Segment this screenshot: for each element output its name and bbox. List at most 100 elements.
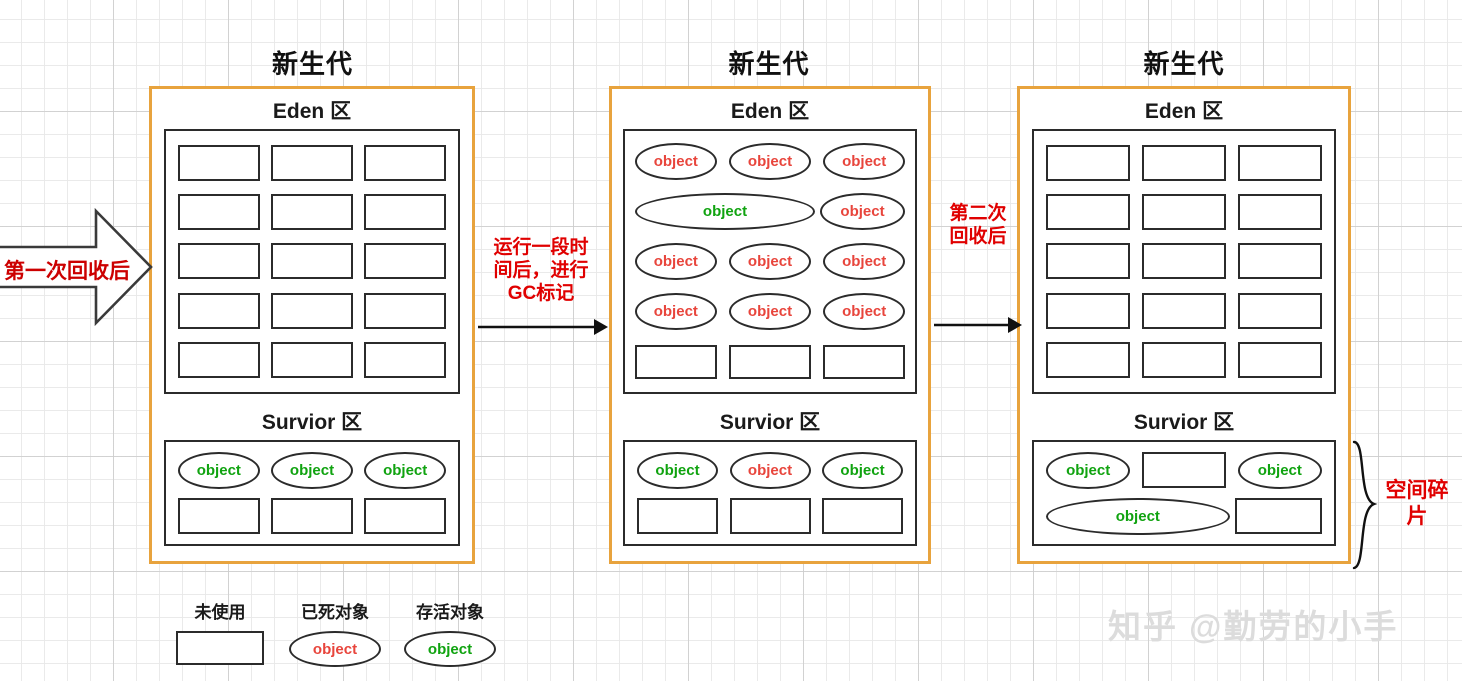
- legend-label-unused: 未使用: [194, 603, 246, 622]
- panel-3-generation-title: 新生代: [1143, 49, 1225, 79]
- p1-surv-row-2: [178, 497, 446, 535]
- panel-1-survivor-title: Survior 区: [261, 411, 363, 434]
- second-collection-arrow-label: 第二次 回收后: [949, 203, 1007, 248]
- unused-slot: [178, 144, 260, 181]
- unused-slot: [1141, 342, 1227, 379]
- alive-object: object: [364, 451, 446, 489]
- alive-object: object: [1046, 451, 1131, 489]
- legend-item-unused: 未使用: [170, 598, 270, 665]
- unused-slot: [1046, 144, 1131, 181]
- unused-slot: [1237, 342, 1322, 379]
- alive-object: object: [822, 451, 903, 489]
- unused-slot: [1046, 194, 1131, 231]
- legend: 未使用 已死对象 object 存活对象 object: [170, 598, 500, 676]
- unused-slot: [364, 194, 446, 231]
- unused-slot: [364, 243, 446, 280]
- unused-slot: [364, 498, 446, 534]
- p1-eden-row-4: [178, 289, 446, 332]
- p3-surv-row-2: object: [1046, 497, 1322, 535]
- dead-object: object: [823, 293, 905, 331]
- p1-eden-row-1: [178, 141, 446, 184]
- unused-slot: [178, 292, 260, 329]
- panel-1-eden-region: [164, 129, 460, 394]
- unused-slot: [1141, 452, 1227, 488]
- space-fragment-brace: [1352, 440, 1378, 570]
- alive-object: object: [1237, 451, 1322, 489]
- unused-slot: [822, 498, 903, 534]
- dead-object: object: [820, 192, 905, 230]
- p1-eden-row-3: [178, 240, 446, 283]
- p3-surv-row-1: object object: [1046, 451, 1322, 489]
- panel-3-survivor-title: Survior 区: [1133, 411, 1235, 434]
- unused-slot: [1237, 144, 1322, 181]
- unused-slot: [271, 498, 353, 534]
- p2-eden-row-4: object object object: [635, 290, 905, 334]
- legend-swatch-unused-box: [176, 631, 264, 665]
- unused-slot: [1141, 243, 1227, 280]
- unused-slot: [1141, 292, 1227, 329]
- legend-swatch-alive-object: object: [404, 631, 496, 667]
- unused-slot: [178, 194, 260, 231]
- p1-surv-row-1: object object object: [178, 451, 446, 489]
- dead-object: object: [823, 243, 905, 280]
- dead-object: object: [635, 243, 717, 280]
- gc-mark-arrow-label: 运行一段时 间后，进行 GC标记: [493, 237, 589, 305]
- p3-eden-row-5: [1046, 339, 1322, 382]
- dead-object: object: [823, 142, 905, 180]
- unused-slot: [635, 344, 717, 379]
- unused-slot: [271, 194, 353, 231]
- p1-eden-row-5: [178, 339, 446, 382]
- unused-slot: [637, 498, 718, 534]
- space-fragment-label: 空间碎 片: [1385, 479, 1449, 528]
- unused-slot: [178, 243, 260, 280]
- dead-object: object: [635, 293, 717, 331]
- alive-object: object: [271, 451, 353, 489]
- panel-1-eden-title: Eden 区: [272, 100, 352, 123]
- first-collection-arrow-label: 第一次回收后: [4, 260, 130, 283]
- unused-slot: [1237, 194, 1322, 231]
- watermark: 知乎 @勤劳的小手: [1108, 608, 1399, 645]
- panel-2-eden-title: Eden 区: [730, 100, 810, 123]
- unused-slot: [1046, 342, 1131, 379]
- arrow-panel2-to-panel3: [934, 317, 1022, 333]
- unused-slot: [729, 344, 811, 379]
- alive-object: object: [178, 451, 260, 489]
- p3-eden-row-1: [1046, 141, 1322, 184]
- unused-slot: [1046, 243, 1131, 280]
- p3-eden-row-2: [1046, 190, 1322, 233]
- unused-slot: [271, 292, 353, 329]
- unused-slot: [823, 344, 905, 379]
- unused-slot: [364, 144, 446, 181]
- unused-slot: [1237, 292, 1322, 329]
- unused-slot: [271, 243, 353, 280]
- unused-slot: [1237, 243, 1322, 280]
- panel-3-eden-region: [1032, 129, 1336, 394]
- unused-slot: [1141, 144, 1227, 181]
- legend-label-dead-object: 已死对象: [301, 603, 369, 622]
- unused-slot: [1141, 194, 1227, 231]
- dead-object: object: [635, 142, 717, 180]
- p2-eden-row-5: [635, 340, 905, 384]
- unused-slot: [178, 498, 260, 534]
- legend-swatch-dead-object: object: [289, 631, 381, 667]
- p2-surv-row-2: [637, 497, 903, 535]
- panel-3-eden-title: Eden 区: [1144, 100, 1224, 123]
- unused-slot: [271, 342, 353, 379]
- dead-object: object: [729, 293, 811, 331]
- unused-slot: [271, 144, 353, 181]
- legend-item-alive-object: 存活对象 object: [398, 598, 502, 667]
- dead-object: object: [729, 451, 811, 489]
- alive-object: object: [1046, 497, 1230, 535]
- unused-slot: [729, 498, 811, 534]
- panel-1-generation-title: 新生代: [271, 49, 353, 79]
- legend-item-dead-object: 已死对象 object: [283, 598, 387, 667]
